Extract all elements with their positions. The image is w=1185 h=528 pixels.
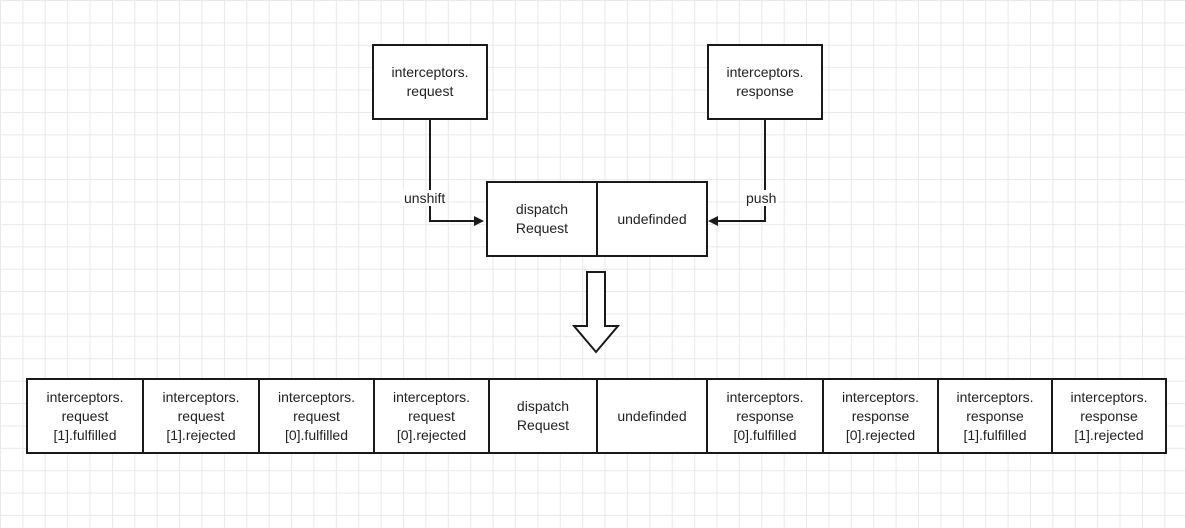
chain-cell-label: interceptors. response [1].rejected	[1070, 388, 1148, 443]
chain-cell-res1-fulfilled: interceptors. response [1].fulfilled	[937, 378, 1053, 454]
request-interceptors-box: interceptors. request	[372, 44, 488, 120]
chain-cell-dispatch-request: dispatch Request	[488, 378, 598, 454]
chain-cell-label: interceptors. response [0].fulfilled	[726, 388, 804, 443]
chain-cell-res0-fulfilled: interceptors. response [0].fulfilled	[706, 378, 824, 454]
chain-cell-label: interceptors. request [0].fulfilled	[277, 388, 356, 443]
response-interceptors-label: interceptors. response	[726, 64, 804, 99]
chain-cell-undefined: undefinded	[596, 378, 708, 454]
chain-cell-label: interceptors. request [1].rejected	[162, 388, 240, 443]
chain-cell-req1-rejected: interceptors. request [1].rejected	[142, 378, 260, 454]
response-interceptors-box: interceptors. response	[707, 44, 823, 120]
chain-cell-res0-rejected: interceptors. response [0].rejected	[822, 378, 939, 454]
undefined-box: undefinded	[596, 181, 708, 257]
chain-cell-req0-rejected: interceptors. request [0].rejected	[373, 378, 490, 454]
push-label: push	[744, 190, 779, 206]
dispatch-request-box: dispatch Request	[486, 181, 598, 257]
chain-cell-label: interceptors. request [1].fulfilled	[46, 388, 124, 443]
down-arrow-icon	[571, 271, 621, 354]
unshift-connector	[429, 120, 484, 226]
chain-cell-label: interceptors. request [0].rejected	[392, 388, 471, 443]
chain-cell-label: interceptors. response [0].rejected	[841, 388, 920, 443]
undefined-label: undefinded	[617, 210, 687, 227]
chain-cell-label: dispatch Request	[516, 398, 570, 433]
chain-cell-res1-rejected: interceptors. response [1].rejected	[1051, 378, 1167, 454]
chain-cell-label: undefinded	[617, 407, 687, 424]
chain-cell-label: interceptors. response [1].fulfilled	[956, 388, 1034, 443]
push-connector	[708, 120, 766, 226]
chain-cell-req1-fulfilled: interceptors. request [1].fulfilled	[26, 378, 144, 454]
chain-cell-req0-fulfilled: interceptors. request [0].fulfilled	[258, 378, 375, 454]
unshift-label: unshift	[402, 190, 448, 206]
dispatch-request-label: dispatch Request	[515, 201, 569, 236]
request-interceptors-label: interceptors. request	[391, 64, 469, 99]
